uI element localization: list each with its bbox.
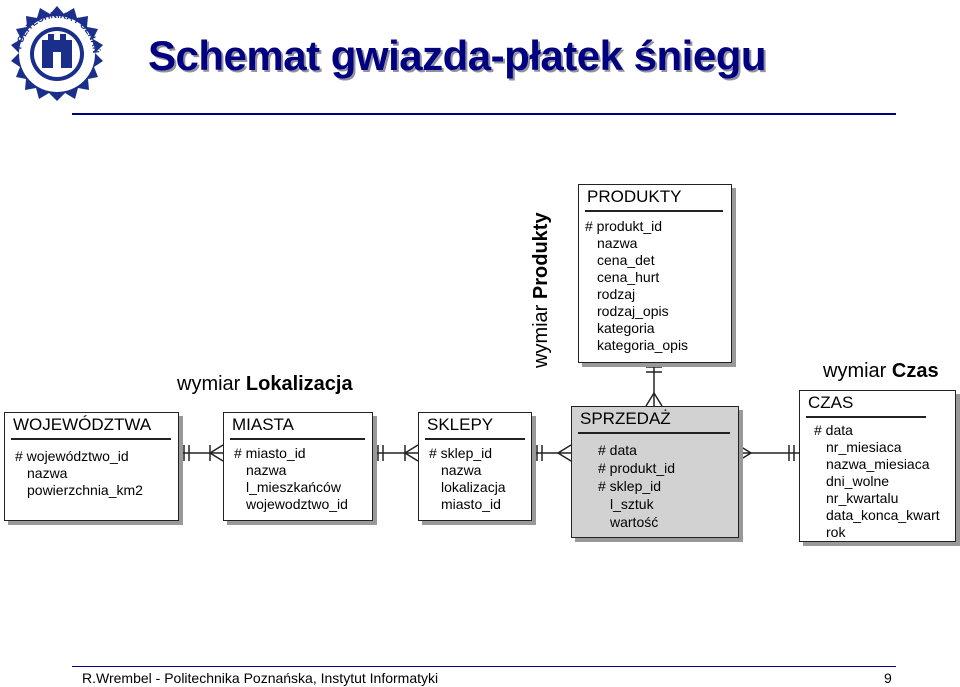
entity-attribute: miasto_id [441, 496, 501, 512]
entity-divider [230, 438, 365, 440]
entity-attribute: rodzaj_opis [597, 303, 669, 319]
entity-miasta: MIASTA # miasto_id nazwa l_mieszkańców w… [223, 412, 373, 521]
entity-attribute: nr_miesiaca [826, 439, 902, 455]
entity-name: WOJEWÓDZTWA [13, 415, 152, 434]
entity-name: SKLEPY [427, 415, 494, 434]
entity-attribute: # data [598, 442, 637, 458]
entity-attribute: # data [814, 422, 853, 438]
entity-divider [11, 438, 171, 440]
entity-attribute: data_konca_kwart [826, 507, 940, 523]
entity-name: CZAS [808, 393, 854, 412]
entity-wojewodztwa: WOJEWÓDZTWA # województwo_id nazwa powie… [4, 412, 179, 521]
entity-produkty: PRODUKTY # produkt_id nazwa cena_det cen… [578, 184, 732, 363]
entity-attribute: rodzaj [597, 286, 636, 302]
entity-name: SPRZEDAŻ [580, 409, 671, 428]
entity-czas: CZAS # data nr_miesiaca nazwa_miesiaca d… [799, 390, 956, 542]
footer-divider [72, 666, 896, 667]
entity-attribute: l_sztuk [610, 496, 654, 512]
entity-attribute: kategoria_opis [597, 337, 689, 353]
entity-sklepy: SKLEPY # sklep_id nazwa lokalizacja mias… [418, 412, 532, 521]
entity-attribute: # sklep_id [598, 478, 662, 494]
footer-text: R.Wrembel - Politechnika Poznańska, Inst… [82, 670, 439, 686]
entity-attribute: powierzchnia_km2 [27, 482, 143, 498]
entity-attribute: lokalizacja [441, 479, 506, 495]
entity-attribute: # produkt_id [585, 218, 663, 234]
entity-attribute: # miasto_id [234, 445, 306, 461]
page-number: 9 [884, 670, 892, 686]
entity-attribute: dni_wolne [826, 473, 890, 489]
entity-attribute: nr_kwartalu [826, 490, 899, 506]
entity-divider [425, 438, 525, 440]
entity-divider [578, 432, 730, 434]
dimension-prefix: wymiar [823, 360, 892, 382]
dimension-label-czas: wymiar Czas [823, 360, 939, 383]
entity-attribute: cena_hurt [597, 269, 660, 285]
university-logo: POLITECHNIKA POZNAŃSKA [4, 4, 103, 101]
entity-divider [806, 416, 926, 418]
entity-attribute: l_mieszkańców [246, 479, 341, 495]
dimension-name: Czas [891, 360, 939, 382]
dimension-name: Lokalizacja [245, 373, 353, 395]
slide-title: Schemat gwiazda-płatek śniegu [148, 32, 767, 79]
dimension-label-lokalizacja: wymiar Lokalizacja [177, 373, 353, 396]
entity-attribute: kategoria [597, 320, 655, 336]
entity-name: PRODUKTY [587, 187, 682, 206]
entity-attribute: nazwa [246, 462, 287, 478]
entity-attribute: wartość [610, 514, 659, 530]
entity-attribute: # produkt_id [598, 460, 676, 476]
entity-attribute: cena_det [597, 252, 655, 268]
entity-attribute: # sklep_id [429, 445, 493, 461]
entity-attribute: nazwa [441, 462, 482, 478]
entity-attribute: rok [826, 524, 846, 540]
entity-attribute: nazwa_miesiaca [826, 456, 930, 472]
title-divider [72, 113, 896, 115]
dimension-prefix: wymiar [177, 373, 246, 395]
entity-divider [585, 210, 723, 212]
entity-attribute: wojewodztwo_id [246, 496, 348, 512]
entity-name: MIASTA [232, 415, 295, 434]
entity-attribute: # województwo_id [15, 448, 129, 464]
entity-sprzedaz: SPRZEDAŻ # data # produkt_id # sklep_id … [571, 406, 739, 538]
entity-attribute: nazwa [27, 465, 68, 481]
entity-attribute: nazwa [597, 235, 638, 251]
